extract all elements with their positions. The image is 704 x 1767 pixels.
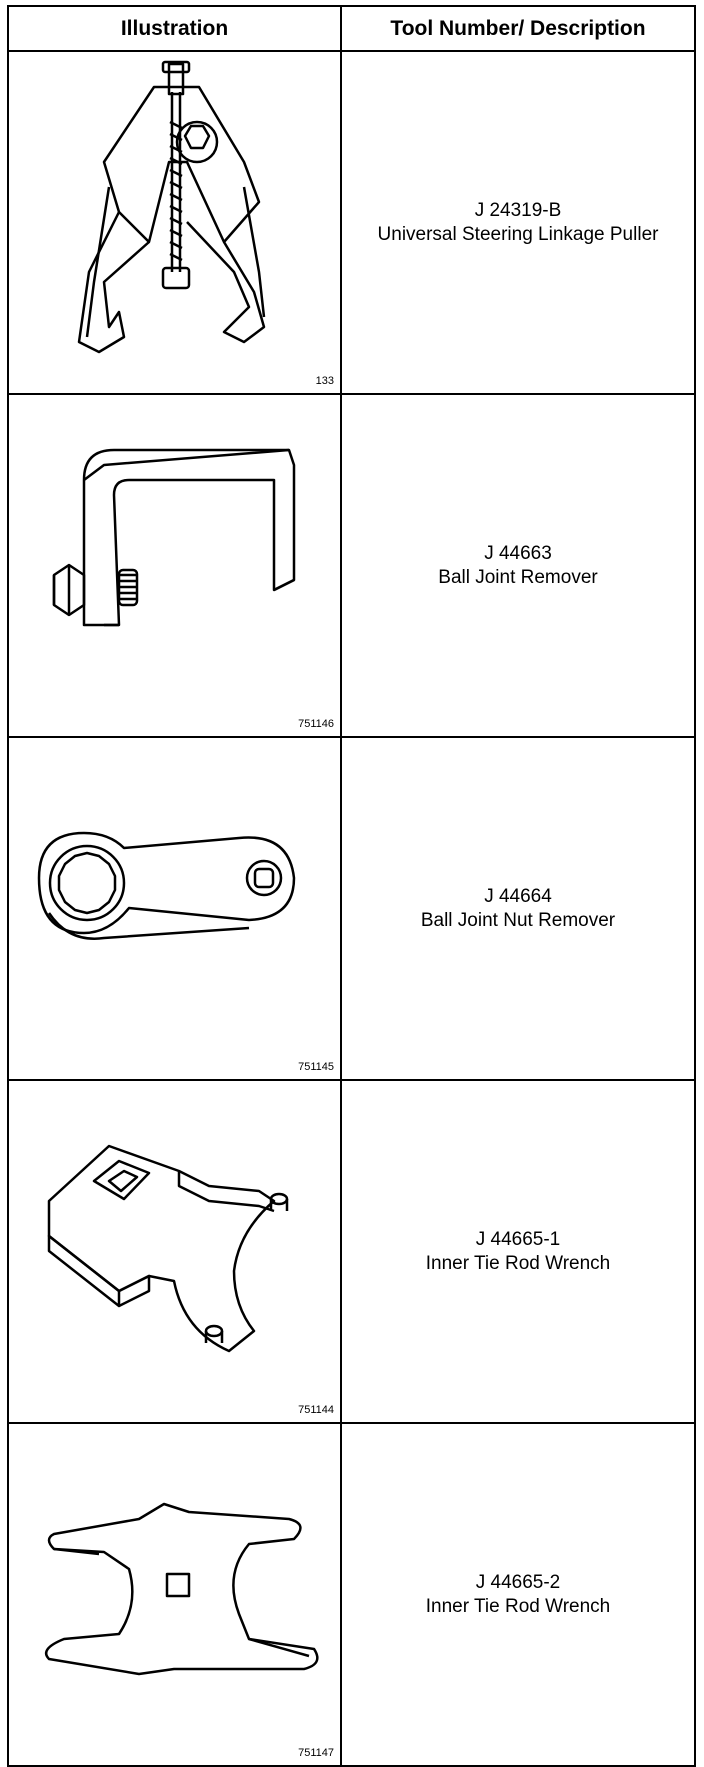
tool-description: Ball Joint Nut Remover bbox=[420, 909, 616, 931]
table-row: 133 J 24319-B Universal Steering Linkage… bbox=[7, 50, 696, 395]
illustration-cell: 133 bbox=[7, 50, 342, 395]
table-row: 751146 J 44663 Ball Joint Remover bbox=[7, 393, 696, 738]
description-cell: J 24319-B Universal Steering Linkage Pul… bbox=[340, 50, 696, 395]
description-cell: J 44665-1 Inner Tie Rod Wrench bbox=[340, 1079, 696, 1424]
tool-description: Universal Steering Linkage Puller bbox=[377, 223, 659, 245]
tie-rod-wrench-flat-icon bbox=[44, 1502, 319, 1676]
description-cell: J 44664 Ball Joint Nut Remover bbox=[340, 736, 696, 1081]
ball-joint-remover-icon bbox=[52, 448, 296, 627]
header-row: Illustration Tool Number/ Description bbox=[7, 5, 696, 52]
illustration-cell: 751146 bbox=[7, 393, 342, 738]
tool-description: Inner Tie Rod Wrench bbox=[425, 1252, 611, 1274]
description-cell: J 44665-2 Inner Tie Rod Wrench bbox=[340, 1422, 696, 1767]
tool-table: Illustration Tool Number/ Description bbox=[7, 5, 696, 1767]
illustration-cell: 751144 bbox=[7, 1079, 342, 1424]
tool-number: J 44663 bbox=[484, 542, 552, 564]
tool-number: J 44664 bbox=[484, 885, 552, 907]
table-row: 751147 J 44665-2 Inner Tie Rod Wrench bbox=[7, 1422, 696, 1767]
illustration-header: Illustration bbox=[7, 5, 342, 52]
description-cell: J 44663 Ball Joint Remover bbox=[340, 393, 696, 738]
figure-number: 751146 bbox=[298, 718, 334, 730]
illustration-cell: 751147 bbox=[7, 1422, 342, 1767]
figure-number: 751145 bbox=[298, 1061, 334, 1073]
figure-number: 133 bbox=[315, 375, 334, 387]
linkage-puller-icon bbox=[77, 60, 266, 354]
tool-description: Inner Tie Rod Wrench bbox=[425, 1595, 611, 1617]
tool-number: J 44665-1 bbox=[475, 1228, 561, 1250]
figure-number: 751147 bbox=[298, 1747, 334, 1759]
figure-number: 751144 bbox=[298, 1404, 334, 1416]
tool-number: J 24319-B bbox=[474, 199, 562, 221]
table-row: 751145 J 44664 Ball Joint Nut Remover bbox=[7, 736, 696, 1081]
tool-number: J 44665-2 bbox=[475, 1571, 561, 1593]
illustration-cell: 751145 bbox=[7, 736, 342, 1081]
description-header: Tool Number/ Description bbox=[340, 5, 696, 52]
table-row: 751144 J 44665-1 Inner Tie Rod Wrench bbox=[7, 1079, 696, 1424]
tie-rod-wrench-icon bbox=[47, 1144, 289, 1353]
tool-description: Ball Joint Remover bbox=[438, 566, 598, 588]
nut-remover-wrench-icon bbox=[37, 831, 296, 940]
